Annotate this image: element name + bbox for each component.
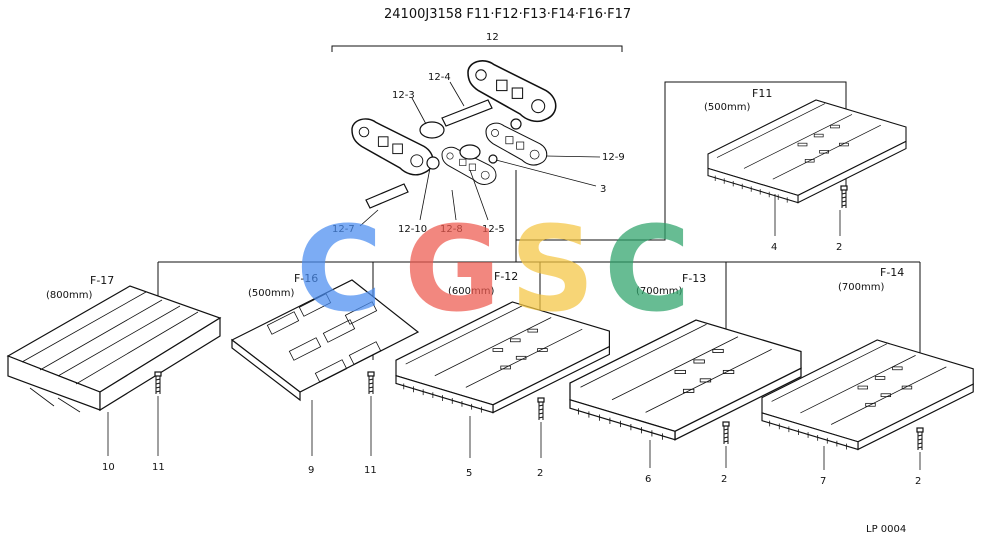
shoe-f14 xyxy=(761,339,974,470)
f14-name: F-14 xyxy=(880,266,904,279)
watermark-logo: C G S C xyxy=(296,200,691,338)
f16-bolt-no: 11 xyxy=(364,465,377,476)
track-link-assembly xyxy=(351,60,557,209)
f16-name: F-16 xyxy=(294,272,318,285)
f14-bolt-no: 2 xyxy=(915,476,921,487)
shoe-f12 xyxy=(395,301,610,458)
f13-plate-no: 6 xyxy=(645,474,651,485)
shoe-f13 xyxy=(569,319,802,468)
f12-size: (600mm) xyxy=(448,286,494,297)
f13-bolt-no: 2 xyxy=(721,474,727,485)
f11-name: F11 xyxy=(752,87,772,100)
f12-name: F-12 xyxy=(494,270,518,283)
label-12-8: 12-8 xyxy=(440,224,463,235)
f17-size: (800mm) xyxy=(46,290,92,301)
diagram-title: 24100J3158 F11·F12·F13·F14·F16·F17 xyxy=(384,7,631,22)
label-12-9: 12-9 xyxy=(602,152,625,163)
label-12-10: 12-10 xyxy=(398,224,427,235)
shoe-f11 xyxy=(707,99,907,236)
label-12-3: 12-3 xyxy=(392,90,415,101)
f11-plate-no: 4 xyxy=(771,242,777,253)
f13-name: F-13 xyxy=(682,272,706,285)
label-group-12: 12 xyxy=(486,32,499,43)
watermark-letter-c2: C xyxy=(604,200,691,338)
group-bracket xyxy=(331,45,623,52)
f12-plate-no: 5 xyxy=(466,468,472,479)
watermark-letter-c1: C xyxy=(296,200,383,338)
f11-size: (500mm) xyxy=(704,102,750,113)
f17-name: F-17 xyxy=(90,274,114,287)
f16-plate-no: 9 xyxy=(308,465,314,476)
f16-size: (500mm) xyxy=(248,288,294,299)
f14-size: (700mm) xyxy=(838,282,884,293)
f17-bolt-no: 11 xyxy=(152,462,165,473)
f11-bolt-no: 2 xyxy=(836,242,842,253)
f13-size: (700mm) xyxy=(636,286,682,297)
watermark-letter-s: S xyxy=(510,200,595,338)
shoe-f17 xyxy=(6,285,222,456)
watermark-letter-g: G xyxy=(404,200,501,338)
shoe-f16 xyxy=(230,279,420,456)
f17-plate-no: 10 xyxy=(102,462,115,473)
label-12-4: 12-4 xyxy=(428,72,451,83)
label-12-7: 12-7 xyxy=(332,224,355,235)
f14-plate-no: 7 xyxy=(820,476,826,487)
label-12-5: 12-5 xyxy=(482,224,505,235)
label-3: 3 xyxy=(600,184,606,195)
page-code: LP 0004 xyxy=(866,524,906,535)
f12-bolt-no: 2 xyxy=(537,468,543,479)
